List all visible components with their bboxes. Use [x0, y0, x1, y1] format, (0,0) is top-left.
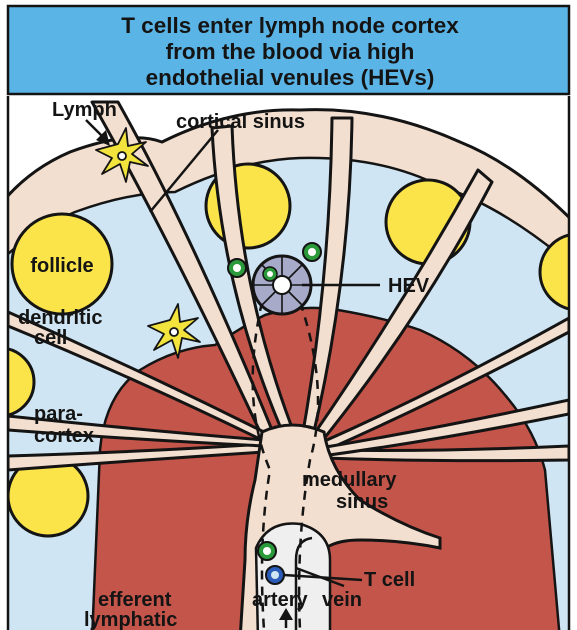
title-line-3: endothelial venules (HEVs) [146, 65, 435, 90]
dendritic-cell-nucleus [118, 152, 126, 160]
label-lymphatic: lymphatic [84, 609, 177, 630]
label-medullary: medullary [302, 469, 397, 491]
label-lymph: Lymph [52, 99, 117, 121]
label-cortical-sinus: cortical sinus [176, 111, 305, 133]
t-cell-core [263, 547, 271, 555]
label-cell: cell [34, 327, 67, 349]
label-t-cell: T cell [364, 569, 415, 591]
t-cell-in-hev-core [267, 271, 273, 277]
t-cell-blue-core [271, 571, 279, 579]
label-cortex: cortex [34, 425, 94, 447]
title-line-1: T cells enter lymph node cortex [121, 13, 459, 38]
label-follicle: follicle [30, 255, 93, 277]
label-para: para- [34, 403, 83, 425]
label-hev: HEV [388, 275, 430, 297]
label-efferent: efferent [98, 589, 172, 611]
label-sinus: sinus [336, 491, 388, 513]
label-vein: vein [322, 589, 362, 611]
label-dendritic: dendritic [18, 307, 102, 329]
title-banner: T cells enter lymph node cortex from the… [8, 6, 569, 94]
t-cell-core [233, 264, 241, 272]
diagram-panel: Lymph cortical sinus follicle dendritic … [0, 96, 577, 630]
dendritic-cell-nucleus [170, 328, 178, 336]
t-cell-core [308, 248, 316, 256]
title-line-2: from the blood via high [166, 39, 415, 64]
label-artery: artery [252, 589, 308, 611]
